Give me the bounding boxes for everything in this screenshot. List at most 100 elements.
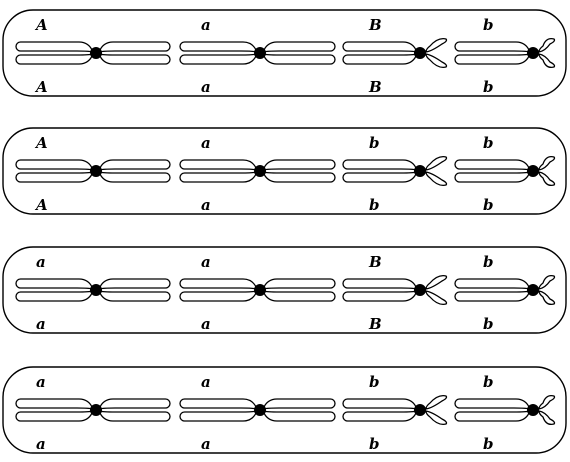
cell-outline (2, 9, 567, 97)
chromosome: bb (454, 253, 556, 333)
allele-label-bottom: b (483, 78, 494, 96)
chromatid-arm-left (15, 53, 94, 65)
chromatid-arm-left (179, 171, 258, 183)
cell-outline (2, 127, 567, 215)
centromere (254, 47, 266, 59)
chromosome: bb (454, 134, 556, 214)
allele-label-top: a (36, 373, 46, 391)
chromatid-arm-short (425, 156, 448, 171)
chromatid-arm-short (538, 53, 556, 68)
allele-label-bottom: b (483, 435, 494, 453)
chromatid-arm-right (98, 278, 171, 290)
chromatid-arm-short (425, 410, 448, 425)
chromatid-arm-left (15, 290, 94, 302)
chromatid-arm-right (262, 278, 336, 290)
chromatid-arm-long (342, 398, 418, 410)
chromatid-arm-short (425, 171, 448, 186)
chromatid-arm-left (179, 398, 258, 410)
chromatid-arm-short (538, 38, 556, 53)
cell-outline (2, 366, 567, 454)
chromatid-arm-right (262, 410, 336, 422)
allele-label-bottom: a (201, 435, 211, 453)
allele-label-top: b (483, 16, 494, 34)
centromere (527, 284, 539, 296)
chromatid-arm-right (262, 398, 336, 410)
chromosome: bb (454, 16, 556, 96)
centromere (90, 47, 102, 59)
chromosome: aa (179, 134, 336, 214)
chromatid-arm-long (454, 398, 531, 410)
chromatid-arm-left (15, 278, 94, 290)
allele-label-top: b (369, 373, 380, 391)
chromatid-arm-right (262, 171, 336, 183)
chromatid-arm-right (98, 290, 171, 302)
chromatid-arm-left (15, 171, 94, 183)
allele-label-bottom: a (36, 435, 46, 453)
centromere (90, 165, 102, 177)
allele-label-top: b (369, 134, 380, 152)
allele-label-bottom: B (368, 78, 382, 96)
chromosome: AA (15, 134, 171, 214)
chromatid-arm-left (15, 159, 94, 171)
chromosome: BB (342, 253, 448, 333)
chromatid-arm-long (342, 171, 418, 183)
chromatid-arm-short (538, 171, 556, 186)
chromatid-arm-long (454, 171, 531, 183)
chromatid-arm-right (262, 41, 336, 53)
centromere (90, 404, 102, 416)
centromere (527, 165, 539, 177)
chromatid-arm-left (179, 290, 258, 302)
allele-label-bottom: a (36, 315, 46, 333)
allele-label-bottom: B (368, 315, 382, 333)
chromosome: bb (342, 373, 448, 453)
chromatid-arm-short (538, 290, 556, 305)
centromere (90, 284, 102, 296)
chromatid-arm-left (179, 53, 258, 65)
chromatid-arm-left (15, 398, 94, 410)
chromatid-arm-left (179, 159, 258, 171)
centromere (254, 284, 266, 296)
chromatid-arm-long (454, 410, 531, 422)
chromosome: aa (15, 373, 171, 453)
chromatid-arm-right (98, 159, 171, 171)
chromatid-arm-long (342, 159, 418, 171)
allele-label-top: a (201, 134, 211, 152)
chromatid-arm-long (342, 41, 418, 53)
allele-label-bottom: b (483, 315, 494, 333)
allele-label-top: a (36, 253, 46, 271)
chromatid-arm-short (425, 395, 448, 410)
allele-label-bottom: a (201, 315, 211, 333)
allele-label-bottom: b (369, 196, 380, 214)
chromatid-arm-left (179, 41, 258, 53)
chromatid-arm-right (98, 171, 171, 183)
allele-label-top: A (34, 16, 48, 34)
chromatid-arm-short (538, 275, 556, 290)
chromatid-arm-short (425, 38, 448, 53)
centromere (414, 284, 426, 296)
chromatid-arm-long (454, 41, 531, 53)
allele-label-top: B (368, 253, 382, 271)
chromatid-arm-long (454, 290, 531, 302)
chromosome: bb (342, 134, 448, 214)
chromatid-arm-long (342, 278, 418, 290)
chromosome: bb (454, 373, 556, 453)
chromatid-arm-right (98, 53, 171, 65)
allele-label-bottom: b (483, 196, 494, 214)
chromatid-arm-short (425, 53, 448, 68)
chromatid-arm-long (342, 53, 418, 65)
centromere (414, 165, 426, 177)
chromatid-arm-right (262, 290, 336, 302)
chromosome: aa (179, 373, 336, 453)
chromatid-arm-long (342, 410, 418, 422)
allele-label-top: A (34, 134, 48, 152)
allele-label-top: b (483, 134, 494, 152)
allele-label-bottom: A (34, 196, 48, 214)
centromere (414, 404, 426, 416)
chromatid-arm-long (454, 159, 531, 171)
chromatid-arm-right (98, 398, 171, 410)
chromatid-arm-long (342, 290, 418, 302)
chromatid-arm-left (15, 410, 94, 422)
